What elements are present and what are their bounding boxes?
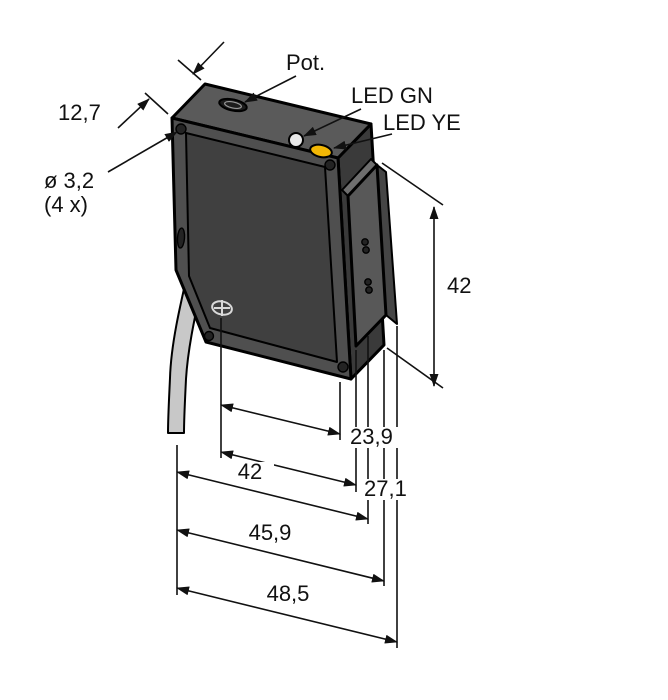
hole-diameter-label: ø 3,2 — [44, 168, 94, 193]
hole-quantity-label: (4 x) — [44, 192, 88, 217]
front-panel — [185, 132, 338, 363]
mounting-hole-top-right — [324, 159, 336, 171]
mounting-hole-bottom-left — [203, 330, 215, 342]
mounting-hole-bottom-right — [337, 361, 349, 373]
dim-bottom-stack: 23,9 27,1 42 45,9 48,5 — [176, 403, 422, 644]
dim-48-5-label: 48,5 — [267, 581, 310, 606]
mounting-hole-top-left — [175, 123, 187, 135]
dim-42-width-label: 42 — [238, 459, 262, 484]
dim-27-1-label: 27,1 — [364, 476, 407, 501]
callout-led-yellow: LED YE — [333, 110, 461, 150]
sensor-body — [167, 82, 398, 434]
led-yellow-label: LED YE — [383, 110, 461, 135]
dimension-annotations: 12,7 ø 3,2 (4 x) Pot. LED GN LED YE 42 — [44, 41, 471, 648]
led-green — [288, 132, 304, 148]
connector-block-front — [346, 163, 388, 348]
dim-thickness: 12,7 — [58, 41, 225, 129]
dim-23-9-label: 23,9 — [350, 424, 393, 449]
callout-led-green: LED GN — [303, 83, 433, 137]
side-slot — [176, 227, 186, 249]
dim-thickness-label: 12,7 — [58, 100, 101, 125]
callout-mounting-holes: ø 3,2 (4 x) — [44, 131, 178, 217]
block-wire-holes — [361, 238, 373, 294]
potentiometer — [218, 97, 248, 113]
callout-pot: Pot. — [244, 50, 325, 103]
dim-height: 42 — [381, 162, 471, 389]
optical-axis-cross-mark — [211, 300, 233, 316]
led-green-label: LED GN — [351, 83, 433, 108]
pot-label: Pot. — [286, 50, 325, 75]
dim-height-label: 42 — [447, 273, 471, 298]
dim-45-9-label: 45,9 — [249, 520, 292, 545]
led-yellow — [309, 143, 333, 159]
connector-block — [341, 158, 398, 348]
